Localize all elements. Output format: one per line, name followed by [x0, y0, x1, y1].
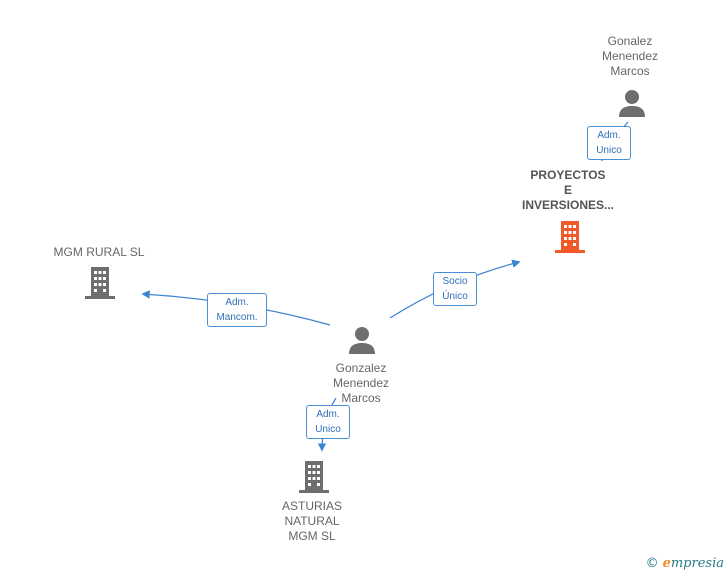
person-icon[interactable]: [347, 325, 377, 355]
brand-logo[interactable]: ©empresia: [646, 556, 724, 571]
building-icon[interactable]: [84, 266, 116, 300]
building-icon[interactable]: [298, 460, 330, 494]
person-icon[interactable]: [617, 88, 647, 118]
node-label-gonalez-top: Gonalez Menendez Marcos: [601, 34, 659, 78]
node-label-asturias[interactable]: ASTURIAS NATURAL MGM SL: [281, 499, 342, 543]
edge-label-adm-mancom: Adm. Mancom.: [207, 293, 267, 327]
edge-label-adm-unico-proyectos: Adm. Unico: [587, 126, 631, 160]
brand-e: e: [662, 556, 671, 571]
edge-label-socio-unico: Socio Único: [433, 272, 477, 306]
node-label-mgm-rural[interactable]: MGM RURAL SL: [53, 245, 145, 259]
copyright-symbol: ©: [645, 556, 659, 571]
edge-label-adm-unico-asturias: Adm. Unico: [306, 405, 350, 439]
node-label-gonzalez-center[interactable]: Gonzalez Menendez Marcos: [332, 361, 390, 405]
building-icon-highlight[interactable]: [554, 220, 586, 254]
node-label-proyectos[interactable]: PROYECTOS E INVERSIONES...: [521, 168, 615, 212]
brand-name: mpresia: [670, 556, 724, 571]
